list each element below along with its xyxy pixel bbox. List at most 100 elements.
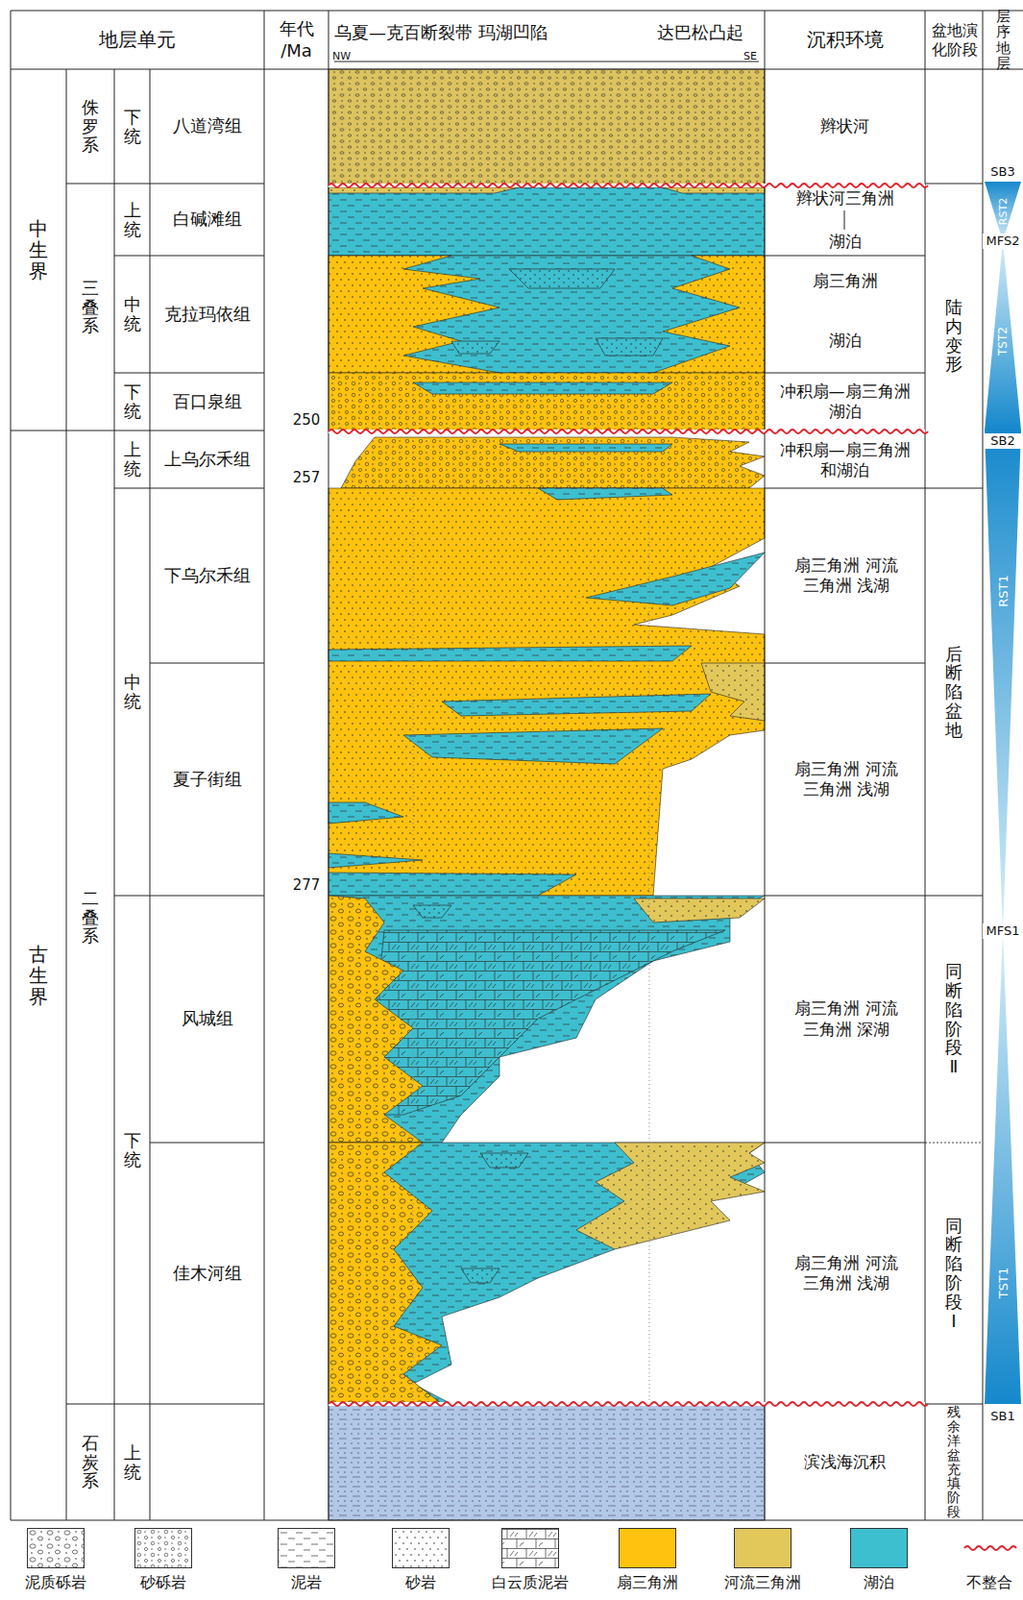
legend-item: 砂砾岩 (130, 1527, 196, 1593)
table-line (149, 255, 265, 257)
strata-shape (662, 187, 765, 194)
stratum-label: MFS1 (982, 923, 1023, 939)
strata-shape (633, 898, 765, 923)
table-line (114, 430, 150, 432)
stratum-label: 古生界 (28, 943, 49, 1007)
strata-shape (334, 61, 759, 63)
table-line (925, 183, 983, 185)
strata-shape (328, 69, 765, 186)
table-line (149, 430, 265, 432)
stratum-label: NW (332, 49, 351, 63)
strata-shape (328, 1142, 765, 1404)
legend-item: 砂岩 (388, 1527, 454, 1593)
strata-shape (413, 382, 673, 394)
table-line (149, 662, 265, 664)
unconformity-line (328, 429, 928, 434)
legend-text: 泥质砾岩 (0, 1572, 113, 1593)
table-line (114, 183, 150, 185)
legend-item: 不整合 (956, 1527, 1023, 1593)
stratum-label: 石炭系 (81, 1433, 99, 1490)
legend-pattern (502, 1528, 560, 1568)
stratum-label: 中生界 (28, 218, 49, 282)
strata-shape (509, 268, 615, 289)
stratum-label: 辫状河 (764, 116, 926, 137)
strata-shape (328, 255, 500, 373)
table-line (264, 10, 266, 1520)
strata-shape (328, 852, 423, 868)
strata-shape (328, 895, 765, 1143)
stratum-label: 上统 (123, 439, 142, 479)
table-line (66, 430, 115, 432)
strata-shape (537, 487, 673, 500)
stratum-label: 下统 (123, 382, 142, 421)
legend-text: 砂砾岩 (106, 1572, 220, 1593)
strata-shape (328, 872, 577, 896)
legend-item: 河流三角洲 (730, 1527, 796, 1593)
strata-shape (328, 187, 765, 256)
stratum-label: 二叠系 (81, 888, 99, 946)
strata-shape (328, 1142, 442, 1404)
legend-item: 白云质泥岩 (497, 1527, 563, 1593)
stratum-label: 257 (286, 468, 327, 488)
legend-pattern (27, 1528, 85, 1568)
legend-swatch (26, 1527, 85, 1568)
stratum-label: 层序地层 (996, 8, 1011, 73)
table-line (149, 372, 265, 374)
stratum-label: 三叠系 (81, 278, 99, 336)
stratum-label: 残余洋盆充填阶段 (947, 1404, 961, 1519)
table-line (764, 895, 926, 897)
stratum-label: 达巴松凸起 (657, 21, 744, 45)
strata-shape (10, 10, 1023, 1520)
legend-text: 河流三角洲 (706, 1572, 820, 1593)
strata-shape (328, 372, 765, 431)
stratum-label: 湖泊 (764, 231, 926, 252)
table-line (764, 10, 766, 1520)
strata-shape (328, 183, 928, 1406)
table-line (764, 1142, 926, 1144)
stratum-label: 滨浅海沉积 (764, 1451, 926, 1472)
stratum-label: RST1 (996, 574, 1011, 608)
table-line (328, 10, 330, 1520)
table-line (764, 662, 926, 664)
stratum-label: 风城组 (149, 1007, 265, 1030)
table-line (925, 10, 926, 1520)
strata-shape (480, 1152, 529, 1168)
strata-shape (984, 930, 1022, 1404)
legend-pattern (392, 1528, 450, 1568)
strata-shape (403, 728, 663, 764)
stratum-label: 地层单元 (10, 27, 265, 52)
table-line (764, 372, 926, 374)
table-line (10, 430, 67, 432)
stratum-label: 中统 (123, 672, 142, 711)
stratum-label: 年代 /Ma (264, 18, 329, 62)
legend-pattern (278, 1528, 336, 1568)
strata-shape (413, 904, 452, 918)
table-line (114, 1403, 150, 1405)
stratum-label: SB3 (984, 164, 1022, 180)
table-line (764, 255, 926, 257)
stratum-label: 佳木河组 (149, 1262, 265, 1285)
table-line (149, 1142, 265, 1144)
strata-shape (328, 895, 423, 1143)
stratum-label: 扇三角洲 河流三角洲 浅湖 (793, 758, 900, 801)
stratum-label: RST2 (997, 197, 1010, 225)
table-line (925, 1142, 983, 1144)
legend-text: 不整合 (932, 1572, 1023, 1593)
stratum-label: 250 (286, 411, 327, 430)
table-line (10, 69, 1023, 71)
legend-text: 扇三角洲 (590, 1572, 705, 1593)
strata-shape (413, 487, 650, 1404)
stratum-label: 百口泉组 (149, 390, 265, 414)
legend-swatch (618, 1527, 677, 1568)
legend-swatch (960, 1527, 1019, 1568)
stratum-label: 八道湾组 (149, 115, 265, 138)
legend-item: 扇三角洲 (614, 1527, 681, 1593)
stratum-label: 下统 (123, 1130, 142, 1170)
strata-shape (328, 802, 404, 824)
strata-shape (328, 645, 692, 661)
table-line (925, 895, 983, 897)
stratum-label: 侏罗系 (81, 97, 99, 155)
strata-shape (461, 1267, 500, 1283)
